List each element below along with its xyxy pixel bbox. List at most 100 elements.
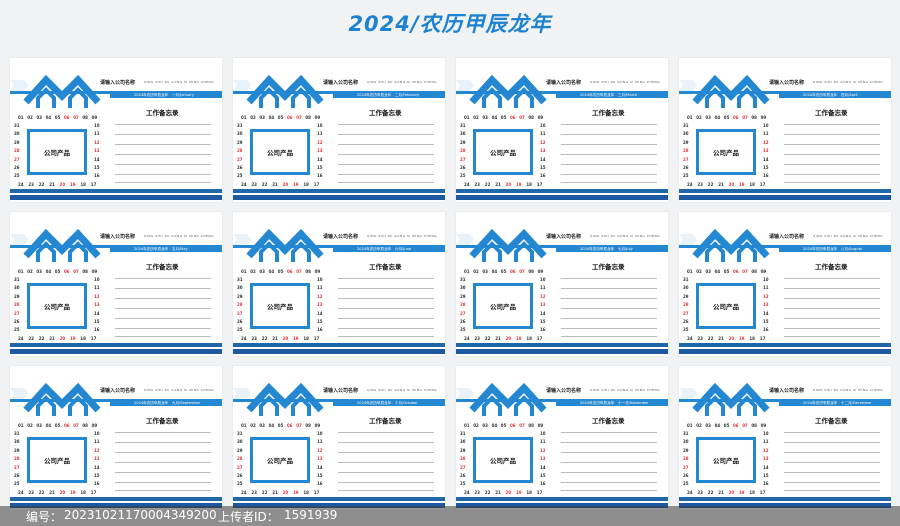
calendar-day: 23 [28,336,34,341]
memo-line [561,182,657,183]
footer-stripe [679,343,891,347]
calendar-day: 17 [90,336,97,341]
page-title: 2024/农历甲辰龙年 [348,12,552,36]
calendar-day: 24 [241,490,247,495]
calendar-day: 24 [241,336,247,341]
calendar-day: 25 [460,327,466,333]
calendar-day: 19 [293,490,299,495]
calendar-day: 22 [707,336,714,341]
calendar-day: 19 [70,490,76,495]
month-subtitle: 2024年农历甲辰龙年 十月/October [333,400,445,406]
calendar-day: 16 [94,481,100,487]
calendar-day: 30 [237,439,243,445]
calendar-day: 01 [18,423,24,428]
memo-line [115,336,211,337]
footer-stripe [233,497,445,501]
calendar-day: 21 [495,490,501,495]
footer-stripe [679,497,891,501]
calendar-day: 29 [460,139,466,145]
calendar-day: 21 [272,490,278,495]
calendar-day: 26 [460,473,466,478]
memo-line [115,482,211,483]
chevron-decoration-icon [233,388,251,399]
company-pinyin: QING SHU RU GONG SI MING CHENG [813,388,884,392]
calendar-day: 05 [277,423,284,428]
calendar-day: 08 [751,423,757,428]
calendar-day: 04 [491,115,498,120]
calendar-day: 30 [237,131,243,137]
memo-line [784,336,880,337]
calendar-day: 11 [94,285,100,291]
memo-title: 工作备忘录 [369,263,402,271]
calendar-day: 13 [317,148,323,154]
calendar-day: 20 [59,336,66,341]
memo-line [784,490,880,491]
house-logo-icon [692,74,770,108]
calendar-day: 02 [696,115,702,120]
calendar-day: 04 [714,423,721,428]
footer-stripe [456,343,668,347]
month-subtitle: 2024年农历甲辰龙年 五月/May [110,246,222,252]
memo-line [115,182,211,183]
calendar-day: 05 [723,269,730,274]
calendar-day: 24 [464,182,470,187]
calendar-day: 01 [464,115,470,120]
memo-title: 工作备忘录 [146,417,179,425]
calendar-day: 23 [28,490,34,495]
memo-line [784,164,880,165]
calendar-day: 13 [540,456,546,462]
calendar-day: 31 [683,277,689,282]
calendar-day: 24 [464,490,470,495]
memo-line [561,164,657,165]
house-logo-icon [23,382,101,416]
calendar-day: 09 [91,423,98,428]
calendar-day: 11 [317,285,323,291]
memo-line [115,298,211,299]
memo-line [338,490,434,491]
calendar-day: 28 [237,302,243,308]
memo-line [338,328,434,329]
calendar-day: 23 [697,490,703,495]
calendar-day: 18 [526,490,532,495]
memo-line [338,154,434,155]
memo-line [561,490,657,491]
calendar-day: 28 [460,302,466,308]
chevron-decoration-icon [233,80,251,91]
calendar-day: 09 [91,115,98,120]
calendar-day: 29 [683,447,689,453]
calendar-day: 28 [460,456,466,462]
photo-label: 公司产品 [713,457,739,465]
product-photo-frame: 公司产品 [250,283,310,329]
calendar-day: 30 [14,439,20,445]
calendar-day: 27 [683,464,689,470]
calendar-day: 11 [94,131,100,137]
memo-line [338,442,434,443]
chevron-decoration-icon [679,80,697,91]
calendar-day: 18 [80,182,86,187]
calendar-day: 29 [683,139,689,145]
calendar-day: 27 [14,310,20,316]
calendar-day: 29 [14,293,20,299]
memo-title: 工作备忘录 [369,109,402,117]
calendar-day: 31 [460,123,466,128]
memo-line [115,288,211,289]
company-name: 请输入公司名称 [769,388,805,394]
calendar-day: 11 [540,439,546,445]
house-logo-icon [469,74,547,108]
company-name: 请输入公司名称 [546,388,582,394]
calendar-day: 09 [91,269,98,274]
calendar-day: 15 [763,319,769,324]
calendar-day: 25 [237,481,243,487]
calendar-day: 23 [474,336,480,341]
watermark-uploader-label: 上传者ID： [218,510,279,524]
calendar-day: 24 [687,490,693,495]
calendar-day: 03 [482,269,488,274]
calendar-day: 28 [683,148,689,154]
calendar-day: 08 [751,269,757,274]
chevron-decoration-icon [456,388,474,399]
month-subtitle: 2024年农历甲辰龙年 六月/June [333,246,445,252]
company-pinyin: QING SHU RU GONG SI MING CHENG [367,388,438,392]
